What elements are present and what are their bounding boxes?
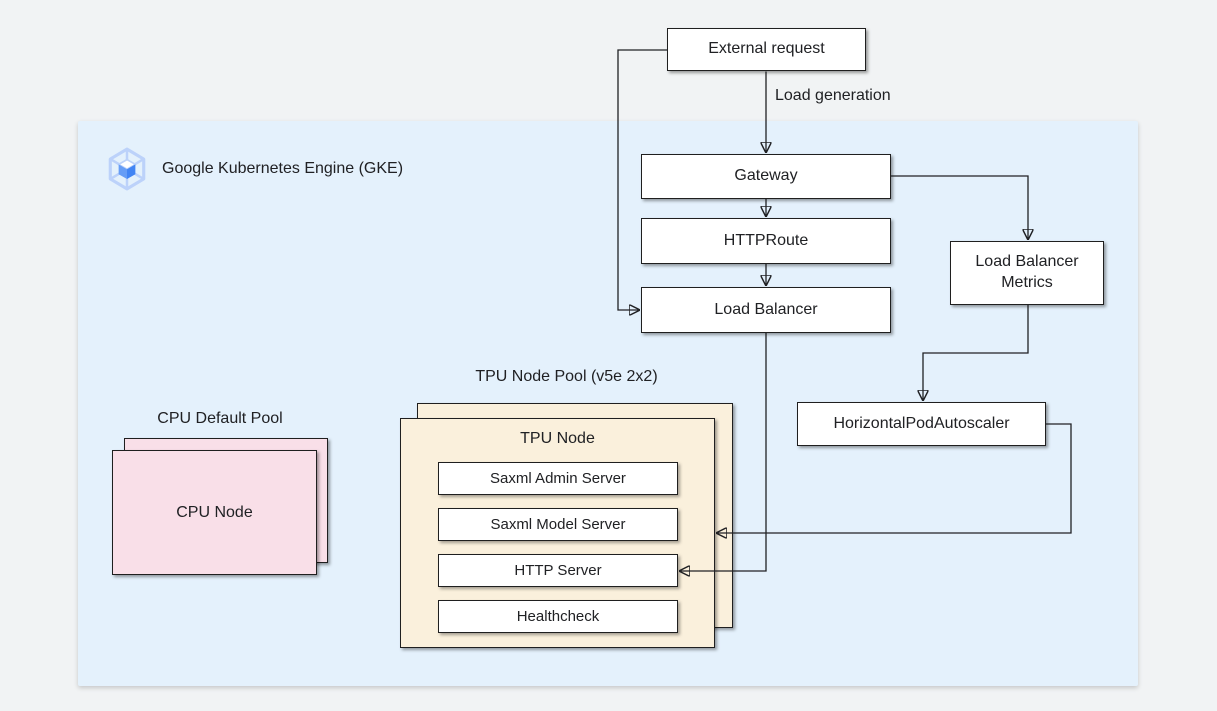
cpu-node-label: CPU Node bbox=[176, 503, 253, 521]
saxml-model-server-node: Saxml Model Server bbox=[438, 508, 678, 541]
cpu-node-card-front: CPU Node bbox=[112, 450, 317, 575]
gke-hexagon-cube-icon bbox=[106, 146, 148, 192]
load-balancer-metrics-node: Load Balancer Metrics bbox=[950, 241, 1104, 305]
http-server-node: HTTP Server bbox=[438, 554, 678, 587]
cpu-default-pool-label: CPU Default Pool bbox=[157, 410, 283, 427]
external-request-node: External request bbox=[667, 28, 866, 71]
healthcheck-node: Healthcheck bbox=[438, 600, 678, 633]
load-balancer-node: Load Balancer bbox=[641, 287, 891, 333]
tpu-node-pool-label: TPU Node Pool (v5e 2x2) bbox=[475, 368, 658, 385]
load-generation-label: Load generation bbox=[775, 87, 891, 104]
saxml-admin-server-node: Saxml Admin Server bbox=[438, 462, 678, 495]
tpu-node-title: TPU Node bbox=[520, 430, 595, 447]
horizontal-pod-autoscaler-node: HorizontalPodAutoscaler bbox=[797, 402, 1046, 446]
httproute-node: HTTPRoute bbox=[641, 218, 891, 264]
gateway-node: Gateway bbox=[641, 154, 891, 199]
gke-title: Google Kubernetes Engine (GKE) bbox=[162, 160, 404, 177]
gke-header: Google Kubernetes Engine (GKE) bbox=[106, 146, 403, 192]
